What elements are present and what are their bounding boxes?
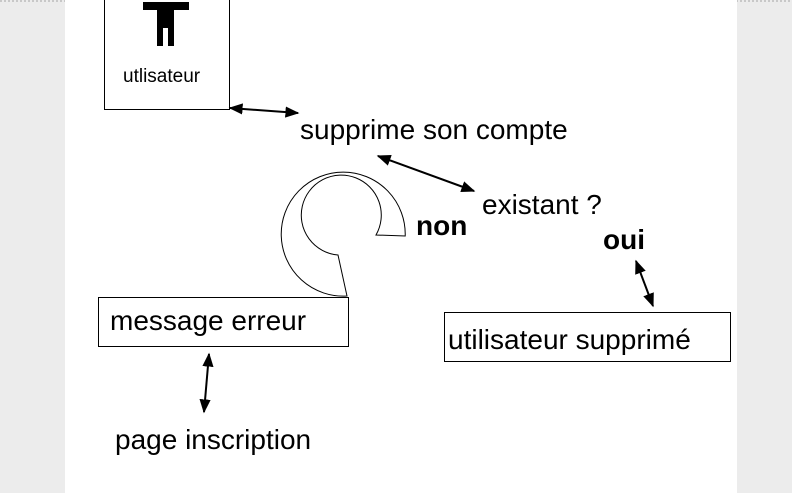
yes-to-success-arrow	[635, 259, 654, 308]
person-icon	[143, 2, 189, 46]
user-deleted-box[interactable]	[444, 312, 731, 362]
yes-branch-label: oui	[603, 224, 645, 255]
action-label: supprime son compte	[300, 114, 568, 145]
error-to-page-arrow	[199, 352, 214, 414]
actor-label: utlisateur	[123, 66, 201, 87]
loop-arrow-icon	[280, 171, 406, 297]
error-message-label: message erreur	[110, 305, 307, 336]
actor-to-action-arrow	[228, 103, 300, 118]
user-deleted-label: utilisateur supprimé	[448, 324, 691, 355]
signup-page-label: page inscription	[115, 424, 312, 455]
error-message-box[interactable]	[98, 297, 349, 347]
action-to-decision-arrow	[376, 155, 476, 192]
no-branch-label: non	[416, 210, 468, 241]
decision-label: existant ?	[482, 189, 602, 220]
